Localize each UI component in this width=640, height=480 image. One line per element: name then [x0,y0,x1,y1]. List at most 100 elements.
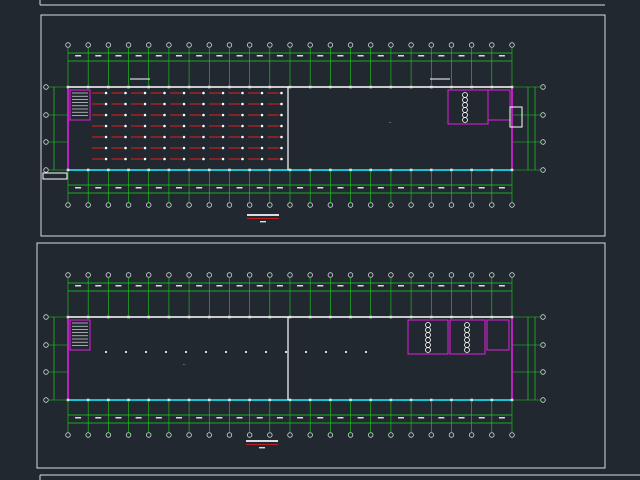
axis-bubble-top [307,42,313,48]
marker [325,351,327,353]
dimension-text [297,187,304,189]
marker [365,351,367,353]
structural-column [389,168,393,172]
marker [105,351,107,353]
structural-column [409,398,413,402]
axis-bubble-bottom [226,202,233,208]
axis-bubble-bottom [448,202,455,208]
axis-bubble-top [226,272,233,278]
dimension-text [418,55,425,57]
structural-column [490,315,494,319]
dimension-text [155,417,162,419]
restroom-fixture [464,332,470,338]
chair [163,91,166,95]
chair [221,157,225,161]
axis-bubble-bottom [206,202,212,208]
chair [260,135,264,139]
dimension-text [256,417,263,419]
chair [182,135,186,139]
chair [202,102,205,106]
axis-bubble-top [347,272,354,278]
dimension-text [478,55,485,57]
structural-column [127,398,130,402]
structural-column [207,168,211,172]
chair [280,102,283,106]
dimension-text [317,187,324,189]
dimension-text [377,55,384,57]
dimension-text [196,187,203,189]
chair [143,124,147,128]
marker [305,351,307,353]
dimension-text [418,187,425,189]
dimension-text [135,55,142,57]
restroom-fixture [462,102,468,108]
structural-column [409,168,413,172]
dimension-text [398,55,404,57]
chair [221,124,225,128]
chair [143,113,147,117]
chair [124,124,127,128]
dimension-text [256,55,263,57]
restroom-fixture [425,327,431,333]
axis-bubble-top [65,42,71,48]
structural-column [147,315,151,319]
chair [182,113,186,117]
structural-column [268,315,272,319]
axis-bubble-top [105,272,112,278]
axis-bubble-top [287,272,293,278]
axis-bubble-bottom [307,202,313,208]
entry-ramp [42,172,68,180]
restroom-fixture [464,322,470,328]
chair [143,102,147,106]
structural-column [349,398,352,402]
dimension-text [95,187,102,189]
axis-bubble-bottom [125,432,132,438]
dimension-text [236,55,243,57]
axis-bubble-top [468,272,475,278]
chair [221,102,225,106]
chair [241,102,244,106]
axis-bubble-right [540,84,546,90]
dimension-text [276,285,283,287]
axis-bubble-top [388,272,394,278]
structural-column [470,315,473,319]
chair [163,157,166,161]
dimension-text [276,187,283,189]
structural-column [167,85,171,89]
structural-column [329,85,332,89]
scale-text [260,221,266,223]
chair [260,102,264,106]
structural-column [450,168,453,172]
axis-bubble-left [43,369,49,375]
axis-bubble-top [85,272,91,278]
axis-bubble-left [43,314,49,320]
structural-column [470,168,473,172]
axis-bubble-bottom [166,202,172,208]
dimension-text [176,55,182,57]
restroom-block [449,319,486,355]
dimension-text [357,187,364,189]
dimension-text [236,285,243,287]
structural-column [470,398,473,402]
axis-bubble-bottom [85,432,91,438]
dimension-text [317,55,324,57]
chair [260,146,264,150]
axis-bubble-bottom [327,202,334,208]
axis-bubble-bottom [509,432,515,438]
structural-column [248,85,251,89]
structural-column [66,398,70,402]
chair [202,113,205,117]
marker [225,351,227,353]
axis-bubble-top [267,272,273,278]
structural-column [369,398,373,402]
chair [163,135,166,139]
structural-column [490,168,494,172]
dimension-text [438,55,445,57]
structural-column [329,168,332,172]
dimension-text [377,285,384,287]
axis-bubble-top [428,272,434,278]
axis-bubble-bottom [146,202,152,208]
axis-bubble-top [327,42,334,48]
structural-column [450,315,453,319]
axis-bubble-bottom [368,432,374,438]
